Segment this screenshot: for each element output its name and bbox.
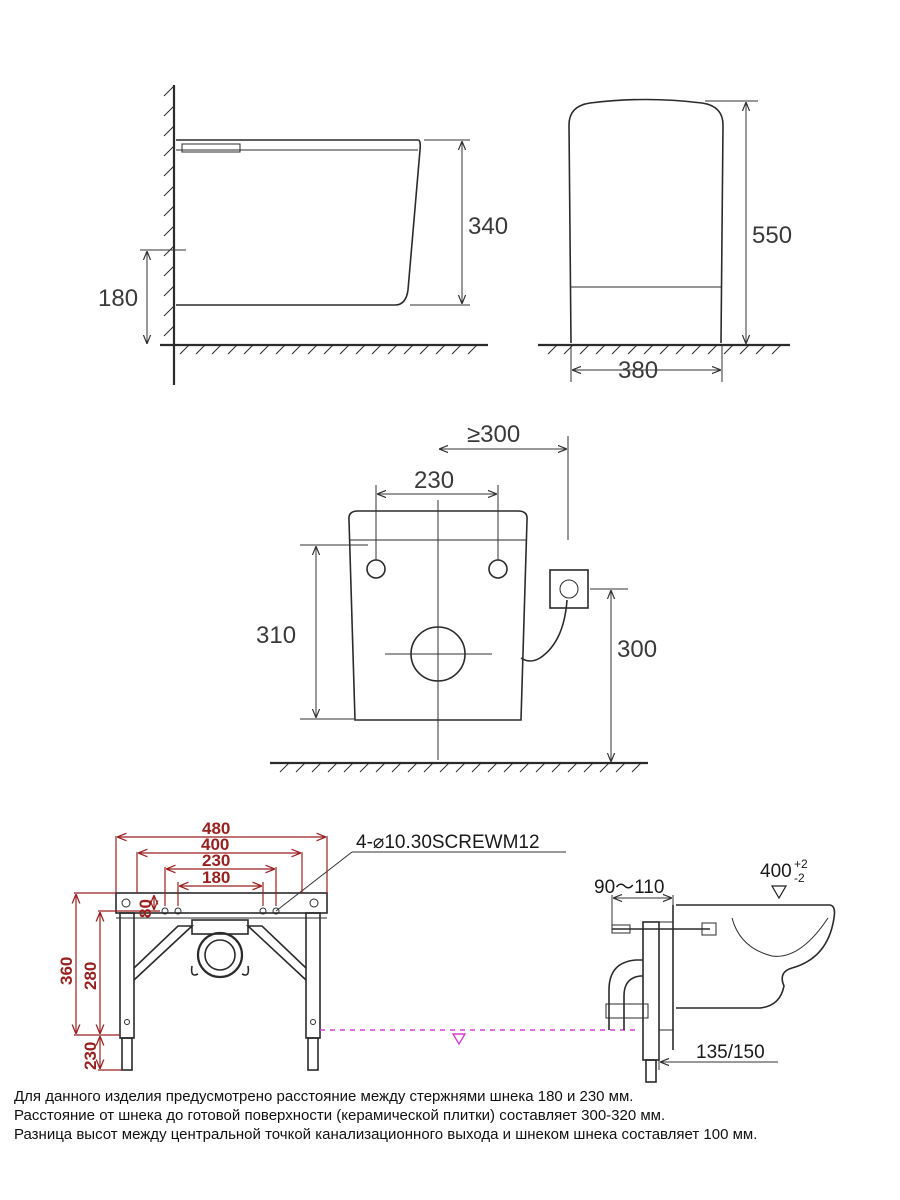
power-cord [520,599,568,662]
mount-hole [174,907,182,915]
power-socket-icon [559,579,579,599]
dim-label-230-bottom: 230 [81,1042,100,1070]
note-line: Для данного изделия предусмотрено рассто… [14,1088,634,1105]
bolt-hole-left [366,559,386,579]
dim-label-90-110: 90～110 [594,877,664,898]
floor-hatch-front [547,344,782,355]
front-view: 550 380 [538,98,792,384]
dim-label-180-frame: 180 [202,868,230,887]
dim-label-300: 300 [617,636,657,663]
screw-label: 4-⌀10.30SCREWM12 [356,832,540,853]
drain-elbow [608,959,643,1030]
bolt-hole-right [488,559,508,579]
frame-top-rail [115,892,328,914]
notes-block: Для данного изделия предусмотрено рассто… [14,1087,890,1144]
dim-label-80: 80 [136,899,155,918]
note-line: Расстояние от шнека до готовой поверхнос… [14,1107,666,1124]
frame-hole [121,898,131,908]
dim-label-310: 310 [256,622,296,649]
floor-hatch-back [279,762,642,773]
frame-dims: 480 400 230 180 80 280 360 2 [57,819,328,1071]
frame-right-brace [245,925,307,981]
drain-pipe [196,931,244,979]
outlet-level-guide [320,1029,640,1046]
dim-label-clearance: ≥300 [467,421,520,448]
screw-leader [275,851,353,912]
dim-label-180: 180 [98,285,138,312]
dim-label-230: 230 [414,467,454,494]
wall-hatch [163,85,175,337]
tolerance-plus: +2 [794,857,808,871]
toilet-front-body [568,98,724,344]
side-view: 340 180 [98,85,508,385]
mount-hole [272,907,280,915]
dim-label-380: 380 [618,357,658,384]
dim-label-230-frame: 230 [202,851,230,870]
frame-left-brace [133,925,195,981]
dim-label-550: 550 [752,222,792,249]
wall-frame-post [642,921,660,1061]
dim-label-280: 280 [81,962,100,990]
wall-frame-foot [645,1059,657,1083]
toilet-back-body [348,510,528,721]
note-line: Разница высот между центральной точкой к… [14,1126,758,1143]
frame-view: 4-⌀10.30SCREWM12 480 400 230 180 [57,819,566,1071]
dim-label-480: 480 [202,819,230,838]
mount-hole [161,907,169,915]
drain-connector [605,1003,649,1019]
power-socket [549,569,589,609]
dim-label-400: 400 [201,835,229,854]
dim-label-340: 340 [468,213,508,240]
bowl-inner [731,917,829,957]
level-marker-icon [451,1033,467,1046]
toilet-bowl-side [676,904,836,1009]
wall-hung-view: 90～110 400 +2 -2 135/150 [594,857,836,1083]
back-view: 230 ≥300 310 300 [256,421,657,773]
dim-label-400-height: 400 [760,861,792,882]
frame-hole [309,898,319,908]
floor-hatch [179,344,478,355]
dim-label-135-150: 135/150 [696,1042,765,1063]
frame-right-foot [307,1037,319,1071]
tolerance-minus: -2 [794,871,805,885]
mount-hole [259,907,267,915]
control-panel [181,143,241,153]
frame-left-foot [121,1037,133,1071]
pipe-clamp [190,965,250,976]
level-triangle-icon [770,885,788,900]
dim-label-360: 360 [57,957,76,985]
toilet-side-body [176,139,422,306]
